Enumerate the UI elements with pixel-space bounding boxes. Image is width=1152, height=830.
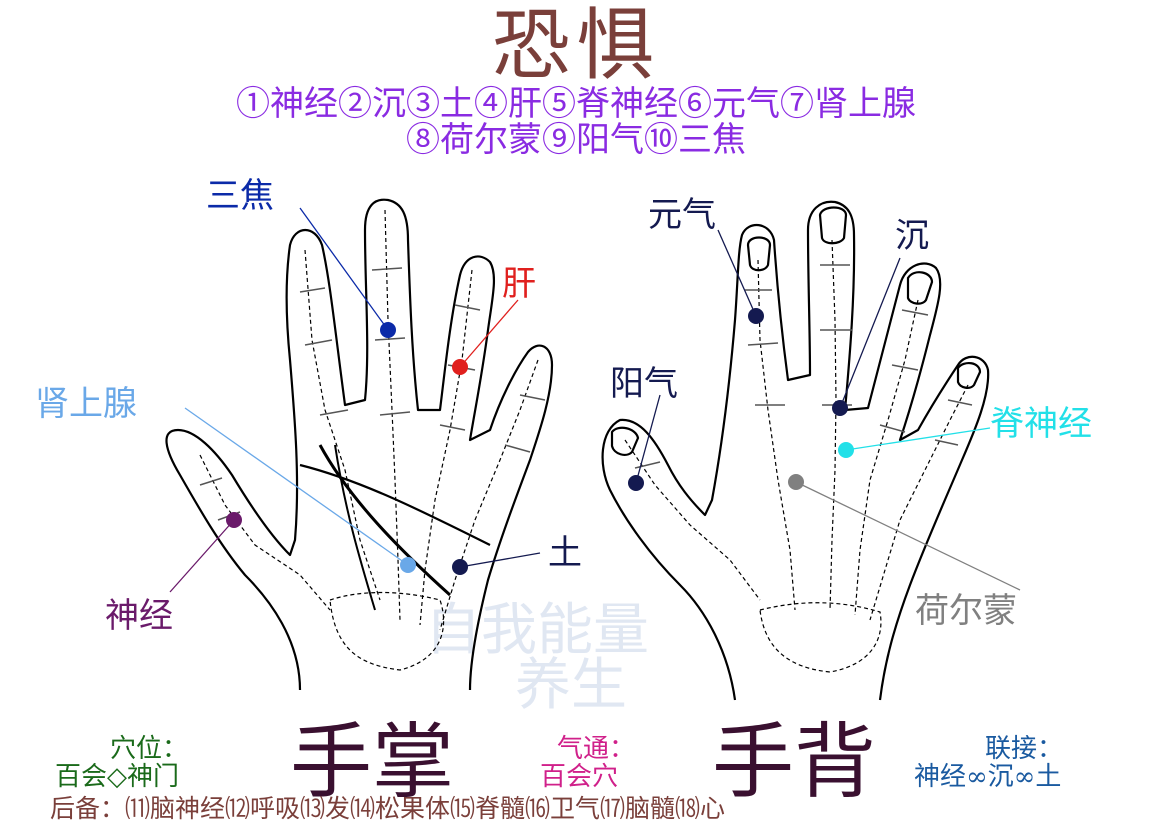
caption-palm: 手掌 [290,715,455,810]
acupoint-list-line1: ①神经②沉③土④肝⑤脊神经⑥元气⑦肾上腺 [236,84,916,124]
label-shenshangxian: 肾上腺 [35,384,137,424]
leader-shenjing [169,519,235,593]
leader-shenshangxian [184,407,409,566]
label-gan: 肝 [502,264,536,304]
point-heermeng [788,474,804,490]
nail-index [746,236,772,272]
watermark-line1: 自我能量 [425,598,649,663]
nail-thumb [610,426,640,456]
palm-bone-middle [384,209,401,621]
point-yangqi [628,475,644,491]
label-heermeng: 荷尔蒙 [915,591,1017,631]
label-yangqi: 阳气 [610,364,678,404]
lianjie-label: 联接： [985,734,1064,764]
label-jishenjing: 脊神经 [990,404,1092,444]
back-bone-middle [829,239,837,611]
point-jishenjing [838,442,854,458]
point-gan [452,359,468,375]
acupoint-value: 百会◇神门 [55,762,179,792]
back-bone-index [757,259,796,611]
label-chen: 沉 [895,216,929,256]
nail-middle [818,206,848,245]
label-tu: 土 [548,533,582,573]
point-tu [452,559,468,575]
back-carpals [759,602,882,673]
leader-jishenjing [845,427,991,451]
palm-bone-little [439,359,539,631]
back-bone-little [869,384,969,621]
label-yuanqi: 元气 [648,195,716,235]
back-bone-thumb [624,439,761,601]
leader-yuanqi [717,229,757,317]
leader-yangqi [635,394,661,484]
lianjie-value: 神经∞沉∞土 [914,762,1062,792]
palm-crease-2 [318,444,452,597]
point-yuanqi [748,308,764,324]
point-shenjing [226,512,242,528]
palm-crease-1 [299,463,491,546]
page-title: 恐惧 [491,1,660,91]
point-shenshangxian [400,557,416,573]
qitong-value: 百会穴 [540,762,619,792]
back-bone-ring [854,299,919,616]
watermark-line2: 养生 [515,653,627,718]
palm-hand-outline [165,198,554,691]
leader-tu [459,552,541,568]
acupoint-list-line2: ⑧荷尔蒙⑨阳气⑩三焦 [406,120,746,160]
backup-points: 后备：⑾脑神经⑿呼吸⒀发⒁松果体⒂脊髓⒃卫气⒄脑髓⒅心 [50,794,726,823]
leader-chen [839,257,901,409]
leader-sanjiao [299,207,389,331]
label-shenjing: 神经 [105,596,173,636]
caption-back: 手背 [712,715,877,810]
back-hand-outline [601,200,990,701]
palm-crease-3 [334,444,376,611]
leader-gan [459,299,519,368]
palm-bone-thumb [199,454,331,611]
acupoint-label: 穴位： [110,734,189,764]
nail-little [956,362,982,389]
qitong-label: 气通： [557,734,636,764]
point-sanjiao [380,322,396,338]
label-sanjiao: 三焦 [206,176,274,216]
palm-bone-ring [419,269,473,626]
point-chen [832,400,848,416]
palm-carpals [329,591,445,671]
leader-heermeng [795,481,1021,591]
nail-ring [906,271,934,305]
